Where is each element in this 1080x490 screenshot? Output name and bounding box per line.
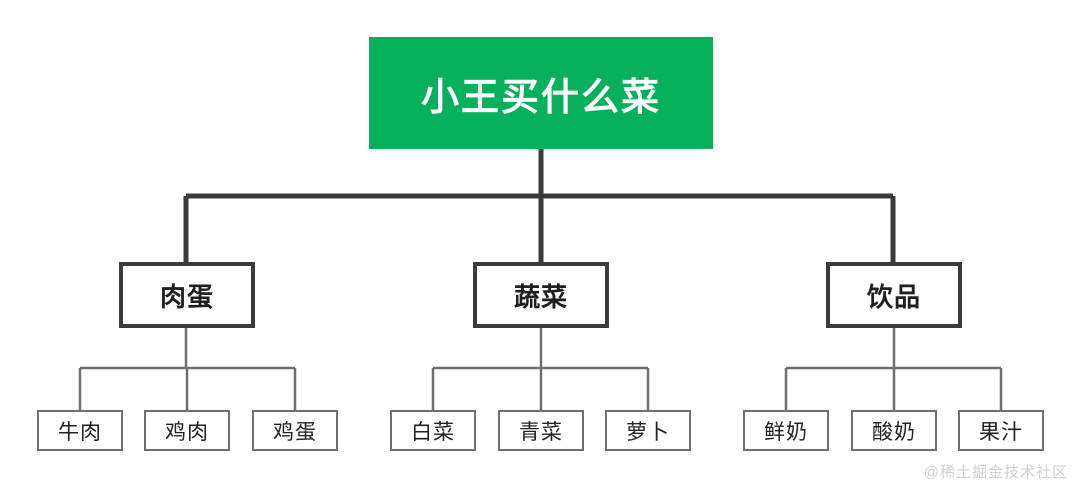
node-root[interactable]: 小王买什么菜: [369, 37, 713, 149]
node-branch-label: 蔬菜: [513, 281, 568, 312]
node-leaf[interactable]: 酸奶: [851, 410, 937, 451]
node-leaf-label: 青菜: [519, 420, 563, 444]
node-branch-label: 肉蛋: [159, 281, 214, 312]
node-root-label: 小王买什么菜: [420, 76, 661, 119]
node-leaf[interactable]: 白菜: [390, 410, 476, 451]
node-leaf-label: 鸡蛋: [273, 420, 317, 444]
node-leaf[interactable]: 鸡肉: [144, 410, 230, 451]
node-leaf-label: 白菜: [411, 420, 455, 444]
node-branch-meat-egg[interactable]: 肉蛋: [119, 262, 255, 328]
node-branch-drink[interactable]: 饮品: [826, 262, 962, 328]
node-branch-vegetable[interactable]: 蔬菜: [473, 262, 609, 328]
node-leaf-label: 鲜奶: [764, 420, 808, 444]
node-leaf[interactable]: 鸡蛋: [252, 410, 338, 451]
node-leaf-label: 牛肉: [58, 420, 102, 444]
node-leaf[interactable]: 牛肉: [37, 410, 123, 451]
node-leaf[interactable]: 果汁: [958, 410, 1044, 451]
node-leaf[interactable]: 萝卜: [605, 410, 691, 451]
watermark: @稀土掘金技术社区: [923, 464, 1068, 481]
node-leaf-label: 酸奶: [872, 420, 916, 444]
node-leaf-label: 果汁: [979, 420, 1023, 444]
node-branch-label: 饮品: [866, 281, 921, 312]
node-leaf-label: 鸡肉: [165, 420, 209, 444]
node-leaf[interactable]: 青菜: [498, 410, 584, 451]
node-leaf-label: 萝卜: [626, 420, 670, 444]
node-leaf[interactable]: 鲜奶: [743, 410, 829, 451]
